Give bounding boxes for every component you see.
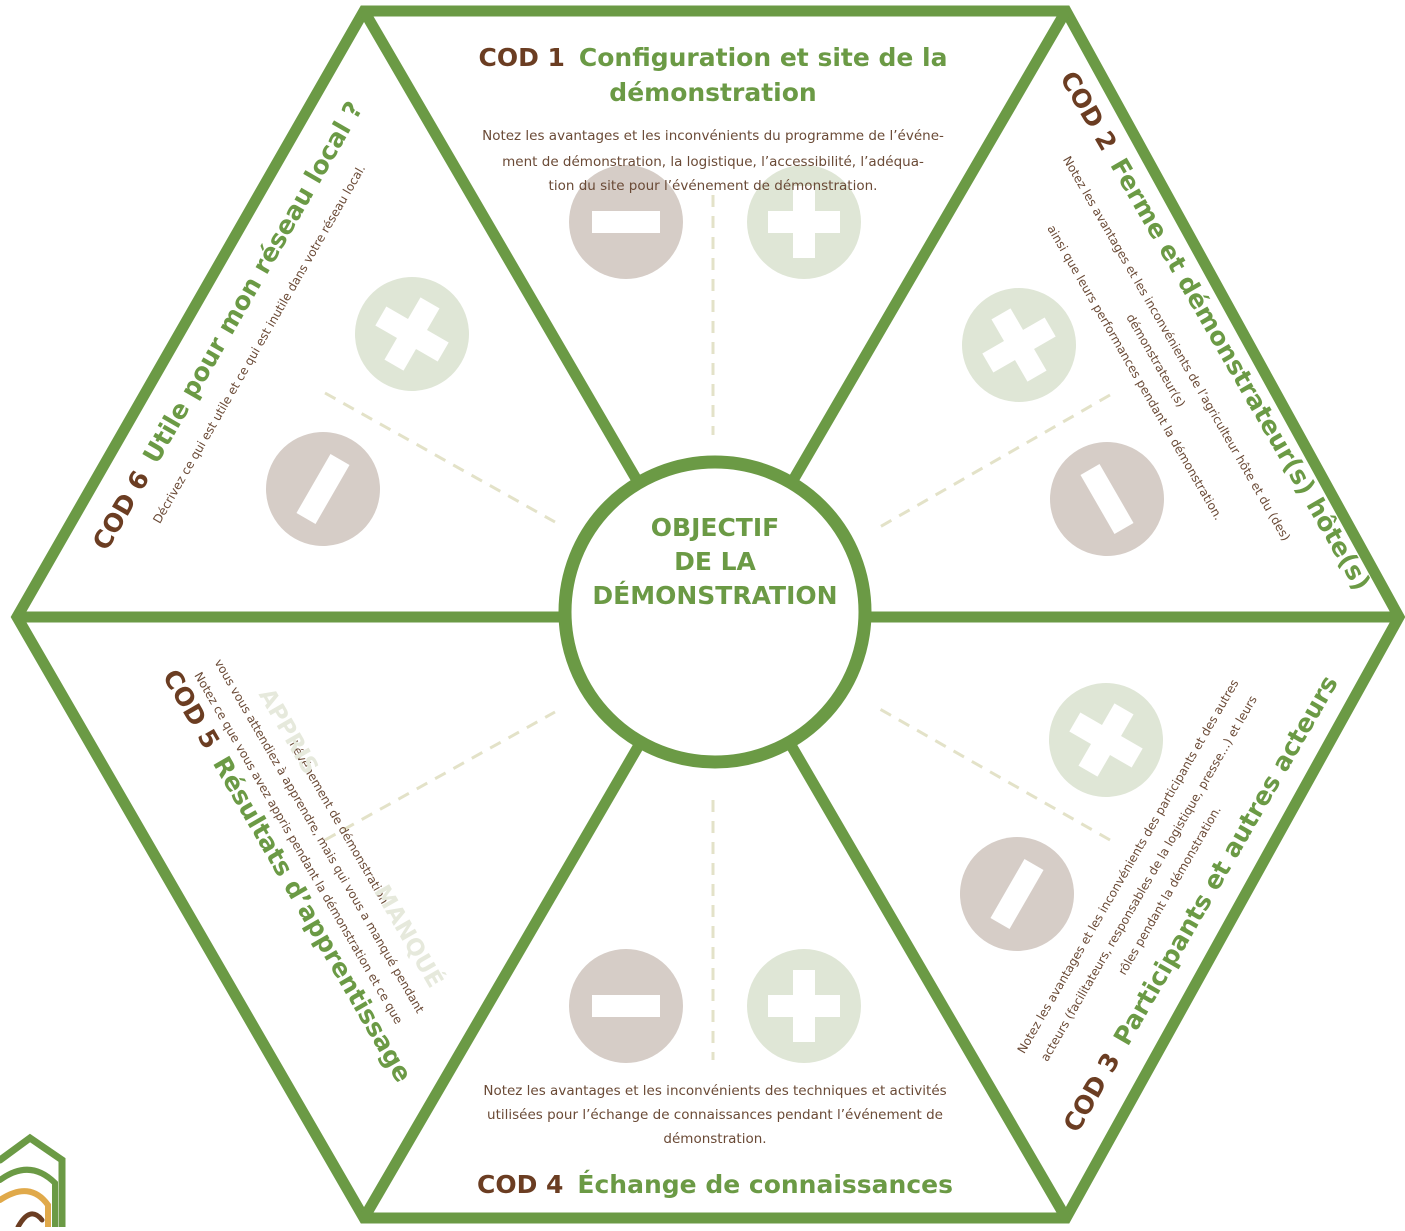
cod4-code: COD 4 — [477, 1170, 563, 1199]
cod1-name-line1: Configuration et site de la — [579, 43, 948, 72]
cod4-plus-icon — [747, 949, 861, 1063]
section-cod5: COD 5 Résultats d’apprentissage Notez ce… — [157, 657, 450, 1087]
cod2-minus-icon — [1029, 421, 1185, 577]
cod1-name-line2: démonstration — [609, 78, 816, 107]
center-line1: OBJECTIF — [651, 513, 779, 542]
cod4-desc-line3: démonstration. — [663, 1131, 766, 1147]
center-line2: DE LA — [674, 547, 756, 576]
section-cod1: COD 1 Configuration et site de la démons… — [478, 43, 947, 194]
cod4-minus-icon — [569, 949, 683, 1063]
cod6-name: Utile pour mon réseau local ? — [137, 96, 368, 468]
dashed-dividers — [324, 195, 1111, 1060]
center-objective: OBJECTIF DE LA DÉMONSTRATION — [558, 455, 872, 769]
svg-text:COD 1 Configuration et s: COD 1 Configuration et site de la — [478, 43, 947, 72]
cod6-plus-icon — [334, 256, 490, 412]
center-line3: DÉMONSTRATION — [592, 581, 837, 610]
cod5-desc-line2: vous vous attendiez à apprendre, mais qu… — [212, 657, 427, 1016]
cod4-name: Échange de connaissances — [577, 1170, 953, 1199]
cod1-code: COD 1 — [478, 43, 564, 72]
cod2-code: COD 2 — [1054, 66, 1122, 155]
cod1-desc-line2: ment de démonstration, la logistique, l’… — [502, 154, 924, 170]
cod4-desc-line2: utilisées pour l’échange de connaissance… — [487, 1107, 943, 1123]
section-cod4: Notez les avantages et les inconvénients… — [477, 1083, 953, 1199]
cod2-plus-icon — [941, 267, 1097, 423]
cod6-minus-icon — [245, 411, 401, 567]
svg-text:COD 4 Échange de connais: COD 4 Échange de connaissances — [477, 1170, 953, 1199]
cod1-desc-line3: tion du site pour l’événement de démonst… — [549, 178, 878, 194]
cod4-desc-line1: Notez les avantages et les inconvénients… — [483, 1083, 946, 1099]
logo-icon — [0, 1133, 66, 1231]
cod1-desc-line1: Notez les avantages et les inconvénients… — [482, 128, 944, 144]
